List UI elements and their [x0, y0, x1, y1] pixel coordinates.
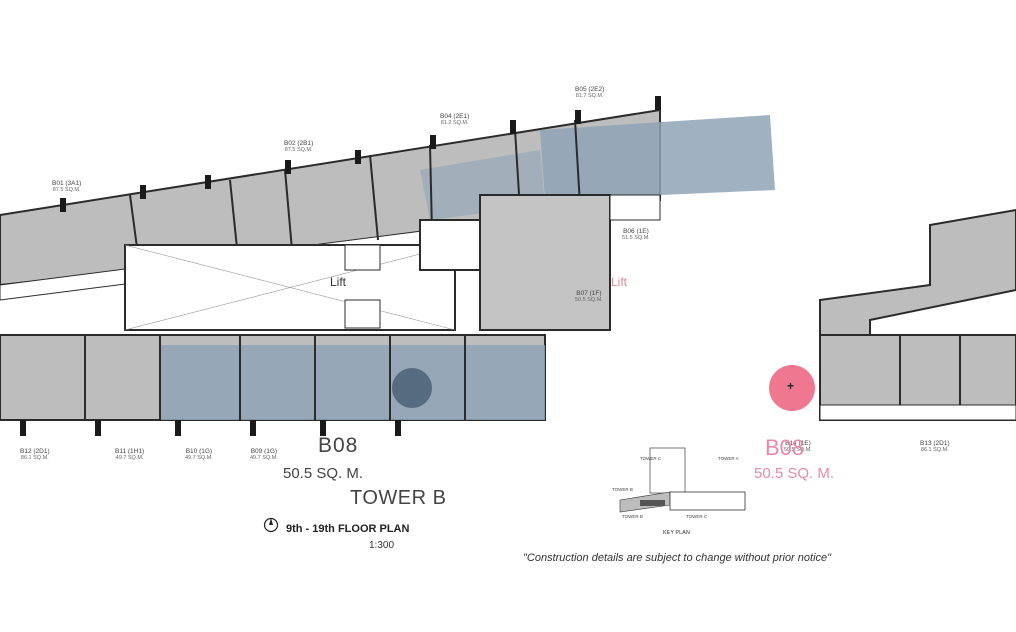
key-plan-label: TOWER A	[718, 456, 739, 461]
unit-label-b05: B05 (2E2)81.7 SQ.M.	[575, 86, 605, 99]
location-marker	[769, 365, 815, 411]
unit-label-b06: B06 (1E)51.5 SQ.M.	[622, 228, 650, 241]
scale-label: 1:300	[369, 540, 395, 551]
key-plan-label: TOWER C	[686, 514, 708, 519]
disclaimer-note: "Construction details are subject to cha…	[523, 552, 832, 564]
key-plan-label: TOWER B	[612, 487, 633, 492]
unit-label-b01: B01 (3A1)87.5 SQ.M.	[52, 180, 82, 193]
bottom-wing	[0, 208, 1016, 436]
highlight-unit-name-secondary: B08	[765, 435, 805, 460]
core-area	[124, 194, 661, 331]
lift-label: Lift	[330, 275, 347, 289]
unit-label-b07: B07 (1F)50.5 SQ.M.	[575, 290, 603, 303]
highlight-unit-b08	[160, 345, 545, 420]
tower-title: TOWER B	[350, 487, 447, 509]
unit-label-b04: B04 (2E1)81.2 SQ.M.	[440, 113, 470, 126]
highlight-unit-size: 50.5 SQ. M.	[283, 465, 364, 482]
key-plan-diagram	[619, 447, 746, 513]
floor-plan-title: 9th - 19th FLOOR PLAN	[286, 523, 410, 535]
key-plan-label: TOWER C	[640, 456, 662, 461]
highlight-unit-top	[540, 115, 775, 200]
unit-label-b11: B11 (1H1)49.7 SQ.M.	[115, 448, 145, 461]
key-plan-label: TOWER B	[622, 514, 643, 519]
unit-label-b10: B10 (1G)49.7 SQ.M.	[185, 448, 213, 461]
unit-label-b12: B12 (2D1)86.1 SQ.M.	[20, 448, 50, 461]
unit-label-b09: B09 (1G)49.7 SQ.M.	[250, 448, 278, 461]
unit-label-b13: B13 (2D1)86.1 SQ.M.	[920, 440, 950, 453]
lift-label-secondary: Lift	[611, 275, 628, 289]
key-plan-title: KEY PLAN	[663, 530, 690, 536]
marker-plus-icon: +	[787, 379, 795, 393]
highlight-unit-size-secondary: 50.5 SQ. M.	[754, 465, 835, 482]
highlight-unit-name: B08	[318, 434, 359, 457]
unit-label-b02: B02 (2B1)87.5 SQ.M.	[284, 140, 314, 153]
unit-label-b14: B14 (1E)50.5 SQ.M.	[784, 440, 812, 453]
north-arrow-icon	[263, 517, 279, 533]
